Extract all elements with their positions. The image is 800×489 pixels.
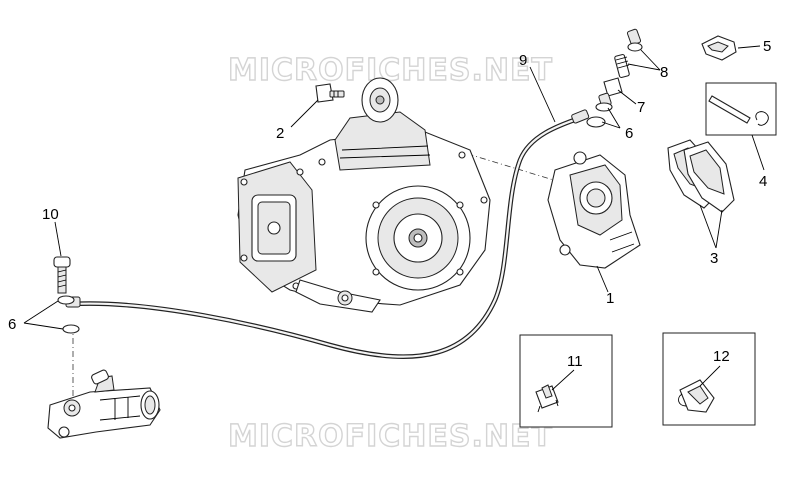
hose-clip-part-12	[678, 379, 715, 413]
callout-2: 2	[276, 125, 284, 142]
leader-6a-b	[23, 322, 64, 330]
brake-pads-part-3	[667, 139, 735, 213]
leader-10	[54, 221, 62, 257]
leader-5	[737, 45, 761, 49]
axis-line-engine-caliper	[454, 149, 571, 186]
callout-1: 1	[606, 290, 614, 307]
hose-fitting-top	[571, 109, 590, 124]
washer-part-6-left-b	[62, 324, 80, 334]
callout-9: 9	[519, 52, 527, 69]
callout-8: 8	[660, 64, 668, 81]
leader-3b	[715, 209, 723, 249]
spring-clip-part-5	[701, 35, 737, 61]
callout-11: 11	[567, 353, 583, 370]
leader-6a-a	[23, 300, 59, 324]
leader-7	[617, 89, 637, 105]
callout-6-right: 6	[625, 125, 633, 142]
leader-11	[551, 369, 575, 391]
caliper-part-1	[547, 151, 641, 269]
watermark-top: MICROFICHES.NET	[228, 53, 553, 88]
leader-1	[596, 265, 609, 293]
bleed-valve-part-8	[614, 28, 643, 79]
master-cylinder	[47, 369, 161, 439]
callout-6-left: 6	[8, 316, 16, 333]
callout-10: 10	[42, 206, 59, 223]
bolt-part-2	[315, 83, 345, 103]
leader-2	[290, 99, 319, 128]
leader-9	[529, 66, 556, 123]
callout-12: 12	[713, 348, 730, 365]
callout-7: 7	[637, 99, 645, 116]
washer-part-6-left-a	[57, 295, 75, 305]
washer-part-6-top-b	[586, 116, 606, 128]
part-box-11	[519, 334, 613, 428]
hose-clip-part-11	[535, 384, 559, 413]
part-box-12	[662, 332, 756, 426]
leader-6b-a	[607, 107, 621, 129]
washer-part-6-top-a	[595, 102, 613, 112]
callout-4: 4	[759, 173, 767, 190]
callout-5: 5	[763, 38, 771, 55]
callout-3: 3	[710, 250, 718, 267]
leader-12	[699, 365, 721, 387]
pad-pin-part-4	[708, 95, 769, 126]
leader-8a	[640, 49, 661, 71]
watermark-bottom: MICROFICHES.NET	[228, 419, 553, 454]
leader-3a	[699, 204, 717, 249]
leader-8b	[627, 63, 661, 71]
engine-assembly	[237, 77, 491, 313]
leader-6b-b	[601, 121, 621, 129]
leader-4	[751, 134, 765, 171]
brake-hose-core	[70, 116, 582, 358]
bolt-part-10	[53, 256, 71, 294]
pin-kit-box	[705, 82, 777, 136]
